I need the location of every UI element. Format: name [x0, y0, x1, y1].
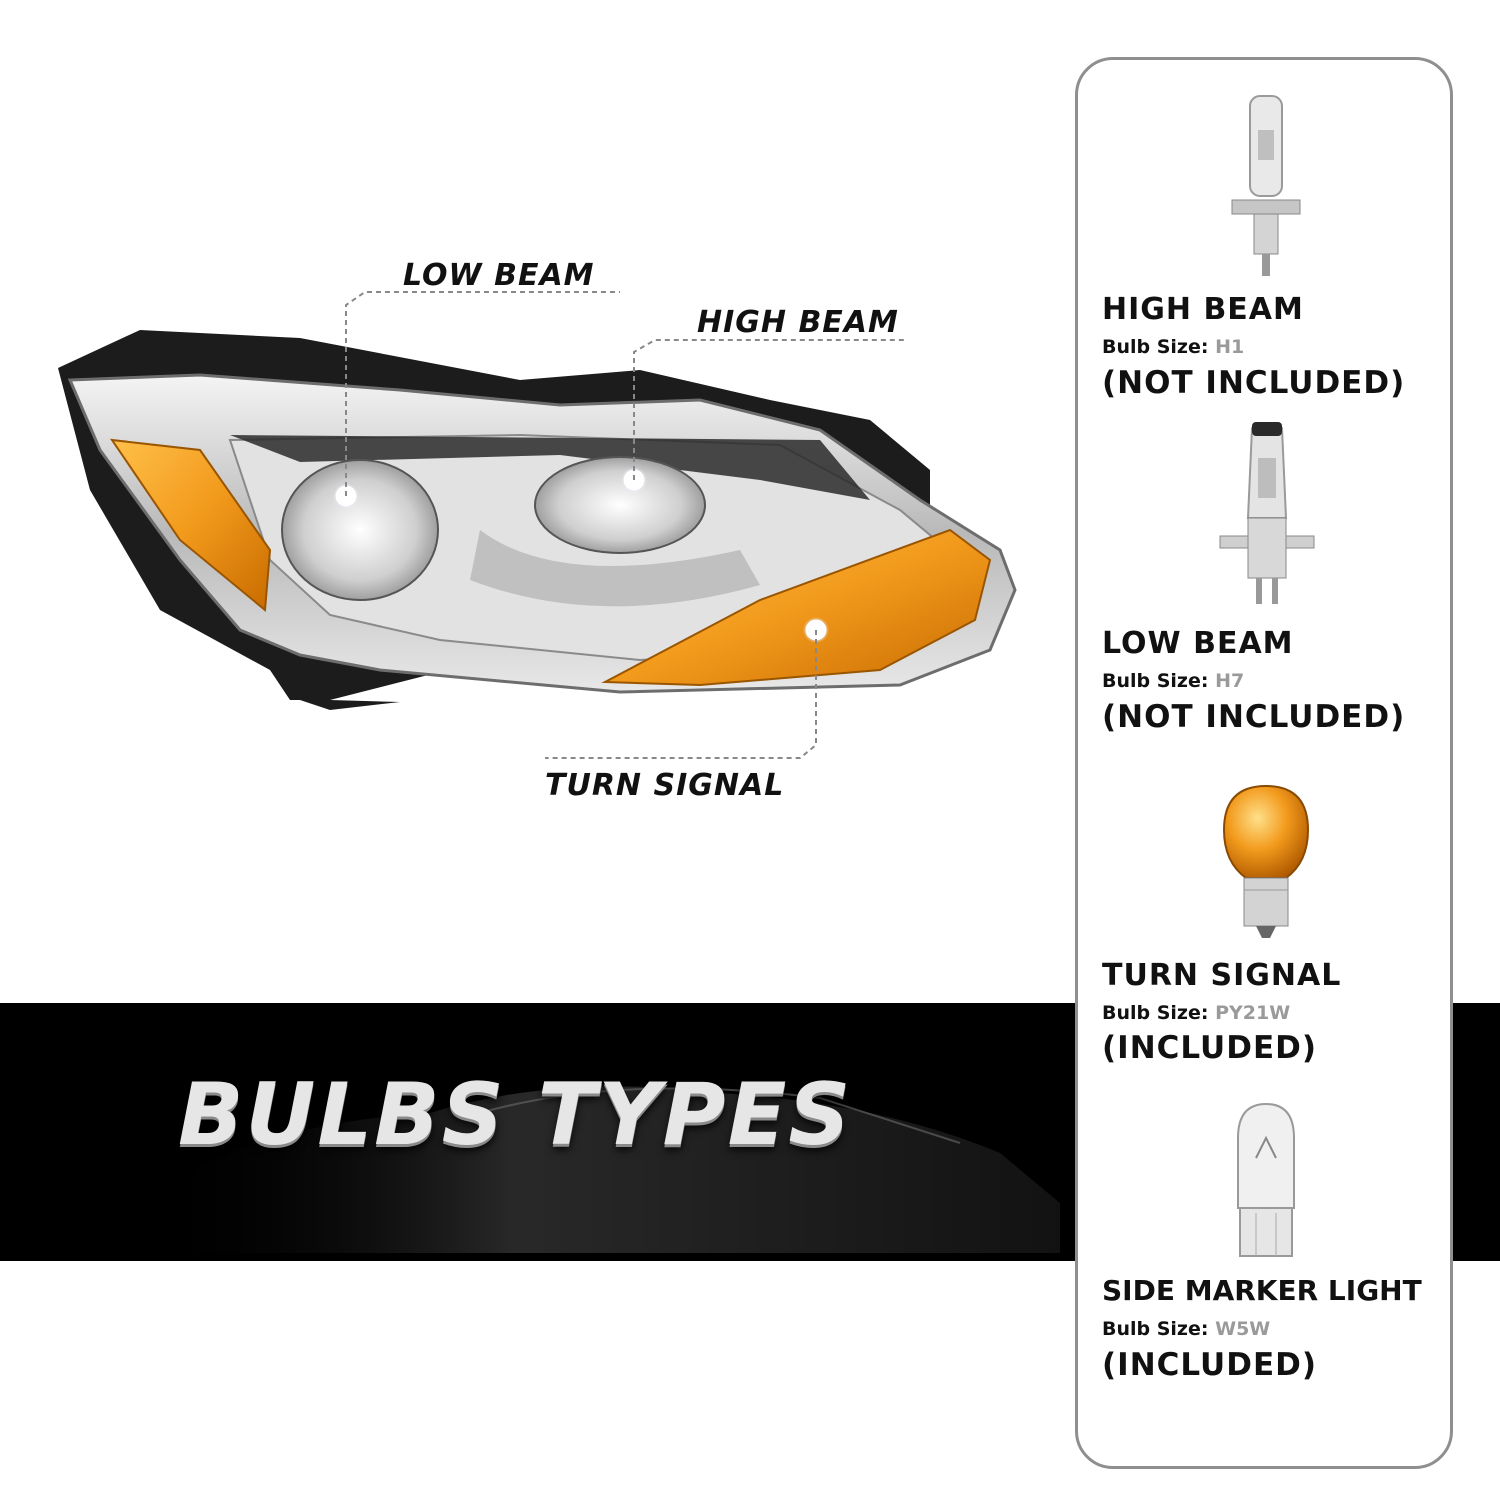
headlight-image [58, 291, 1017, 759]
bulb-status-low-beam: (NOT INCLUDED) [1102, 699, 1406, 735]
bulb-size-value: W5W [1215, 1318, 1271, 1340]
h1-bulb-icon [1231, 95, 1301, 276]
bulb-size-label: Bulb Size: [1102, 1002, 1209, 1024]
bulb-size-label: Bulb Size: [1102, 336, 1209, 358]
bulb-size-label: Bulb Size: [1102, 1318, 1209, 1340]
bulb-name-side-marker: SIDE MARKER LIGHT [1102, 1274, 1422, 1307]
banner-title: BULBS TYPES [178, 1065, 853, 1165]
bulb-size-low-beam: Bulb Size: H7 [1102, 670, 1244, 692]
callout-turn-signal: TURN SIGNAL [545, 768, 785, 803]
bulb-size-side-marker: Bulb Size: W5W [1102, 1318, 1270, 1340]
bulb-size-turn-signal: Bulb Size: PY21W [1102, 1002, 1290, 1024]
callout-low-beam: LOW BEAM [403, 258, 595, 293]
bulb-types-panel: HIGH BEAM Bulb Size: H1 (NOT INCLUDED) L… [1075, 57, 1453, 1469]
bulb-status-side-marker: (INCLUDED) [1102, 1347, 1318, 1383]
w5w-bulb-icon [1237, 1102, 1295, 1257]
bulb-size-label: Bulb Size: [1102, 670, 1209, 692]
bulb-name-turn-signal: TURN SIGNAL [1102, 958, 1342, 993]
bulb-size-value: H1 [1215, 336, 1245, 358]
bulb-size-value: PY21W [1215, 1002, 1291, 1024]
bulb-status-turn-signal: (INCLUDED) [1102, 1030, 1318, 1066]
bulb-size-value: H7 [1215, 670, 1245, 692]
bulb-name-high-beam: HIGH BEAM [1102, 292, 1304, 327]
bulb-status-high-beam: (NOT INCLUDED) [1102, 365, 1406, 401]
h7-bulb-icon [1219, 422, 1315, 604]
py21w-bulb-icon [1222, 784, 1310, 938]
bulb-size-high-beam: Bulb Size: H1 [1102, 336, 1244, 358]
car-silhouette-icon [150, 1086, 1060, 1253]
callout-high-beam: HIGH BEAM [697, 305, 899, 340]
bulb-name-low-beam: LOW BEAM [1102, 626, 1294, 661]
